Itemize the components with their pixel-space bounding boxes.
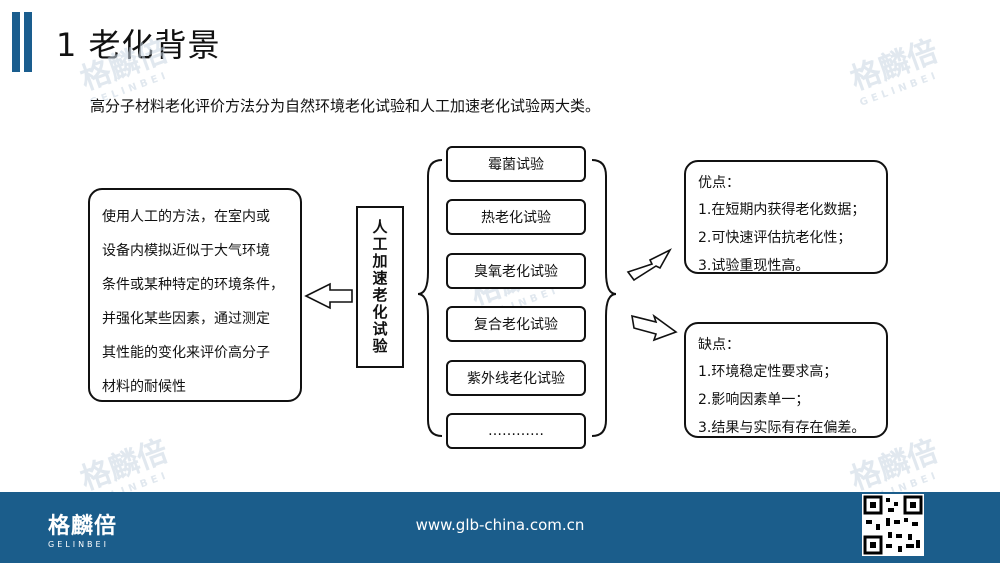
arrow-down-right-icon [631, 313, 678, 342]
disadvantages-title: 缺点： [698, 337, 740, 353]
advantage-item: 3.试验重现性高。 [698, 258, 810, 274]
page-title: 1 老化背景 [56, 26, 221, 64]
left-brace [417, 159, 443, 437]
test-box: ………… [446, 413, 586, 449]
advantages-title: 优点： [698, 175, 740, 191]
intro-text: 高分子材料老化评价方法分为自然环境老化试验和人工加速老化试验两大类。 [90, 97, 601, 115]
center-label-box: 人工加速老化试验 [356, 206, 404, 368]
disadvantage-item: 3.结果与实际有存在偏差。 [698, 420, 866, 436]
test-box: 复合老化试验 [446, 306, 586, 342]
disadvantages-box: 缺点： 1.环境稳定性要求高； 2.影响因素单一； 3.结果与实际有存在偏差。 [684, 322, 888, 438]
center-label: 人工加速老化试验 [370, 219, 389, 355]
test-box: 热老化试验 [446, 199, 586, 235]
definition-line: 其性能的变化来评价高分子 [102, 345, 270, 361]
qr-code-icon [862, 494, 924, 556]
footer-bar: 格麟倍 GELINBEI www.glb-china.com.cn [0, 492, 1000, 563]
disadvantage-item: 2.影响因素单一； [698, 392, 810, 408]
arrow-left-icon [304, 282, 353, 310]
definition-line: 材料的耐候性 [102, 379, 186, 395]
definition-line: 使用人工的方法，在室内或 [102, 209, 270, 225]
footer-url[interactable]: www.glb-china.com.cn [415, 516, 585, 534]
definition-line: 并强化某些因素，通过测定 [102, 311, 270, 327]
right-brace [591, 159, 617, 437]
test-box: 霉菌试验 [446, 146, 586, 182]
definition-line: 设备内模拟近似于大气环境 [102, 243, 270, 259]
arrow-up-right-icon [626, 248, 672, 282]
advantage-item: 1.在短期内获得老化数据； [698, 202, 866, 218]
definition-box: 使用人工的方法，在室内或 设备内模拟近似于大气环境 条件或某种特定的环境条件， … [88, 188, 302, 402]
advantage-item: 2.可快速评估抗老化性； [698, 230, 852, 246]
footer-logo: 格麟倍 GELINBEI [48, 514, 118, 549]
test-box: 紫外线老化试验 [446, 360, 586, 396]
title-accent-bar [12, 12, 20, 72]
advantages-box: 优点： 1.在短期内获得老化数据； 2.可快速评估抗老化性； 3.试验重现性高。 [684, 160, 888, 274]
definition-line: 条件或某种特定的环境条件， [102, 277, 284, 293]
disadvantage-item: 1.环境稳定性要求高； [698, 364, 838, 380]
title-accent-bar-2 [24, 12, 32, 72]
test-box: 臭氧老化试验 [446, 253, 586, 289]
